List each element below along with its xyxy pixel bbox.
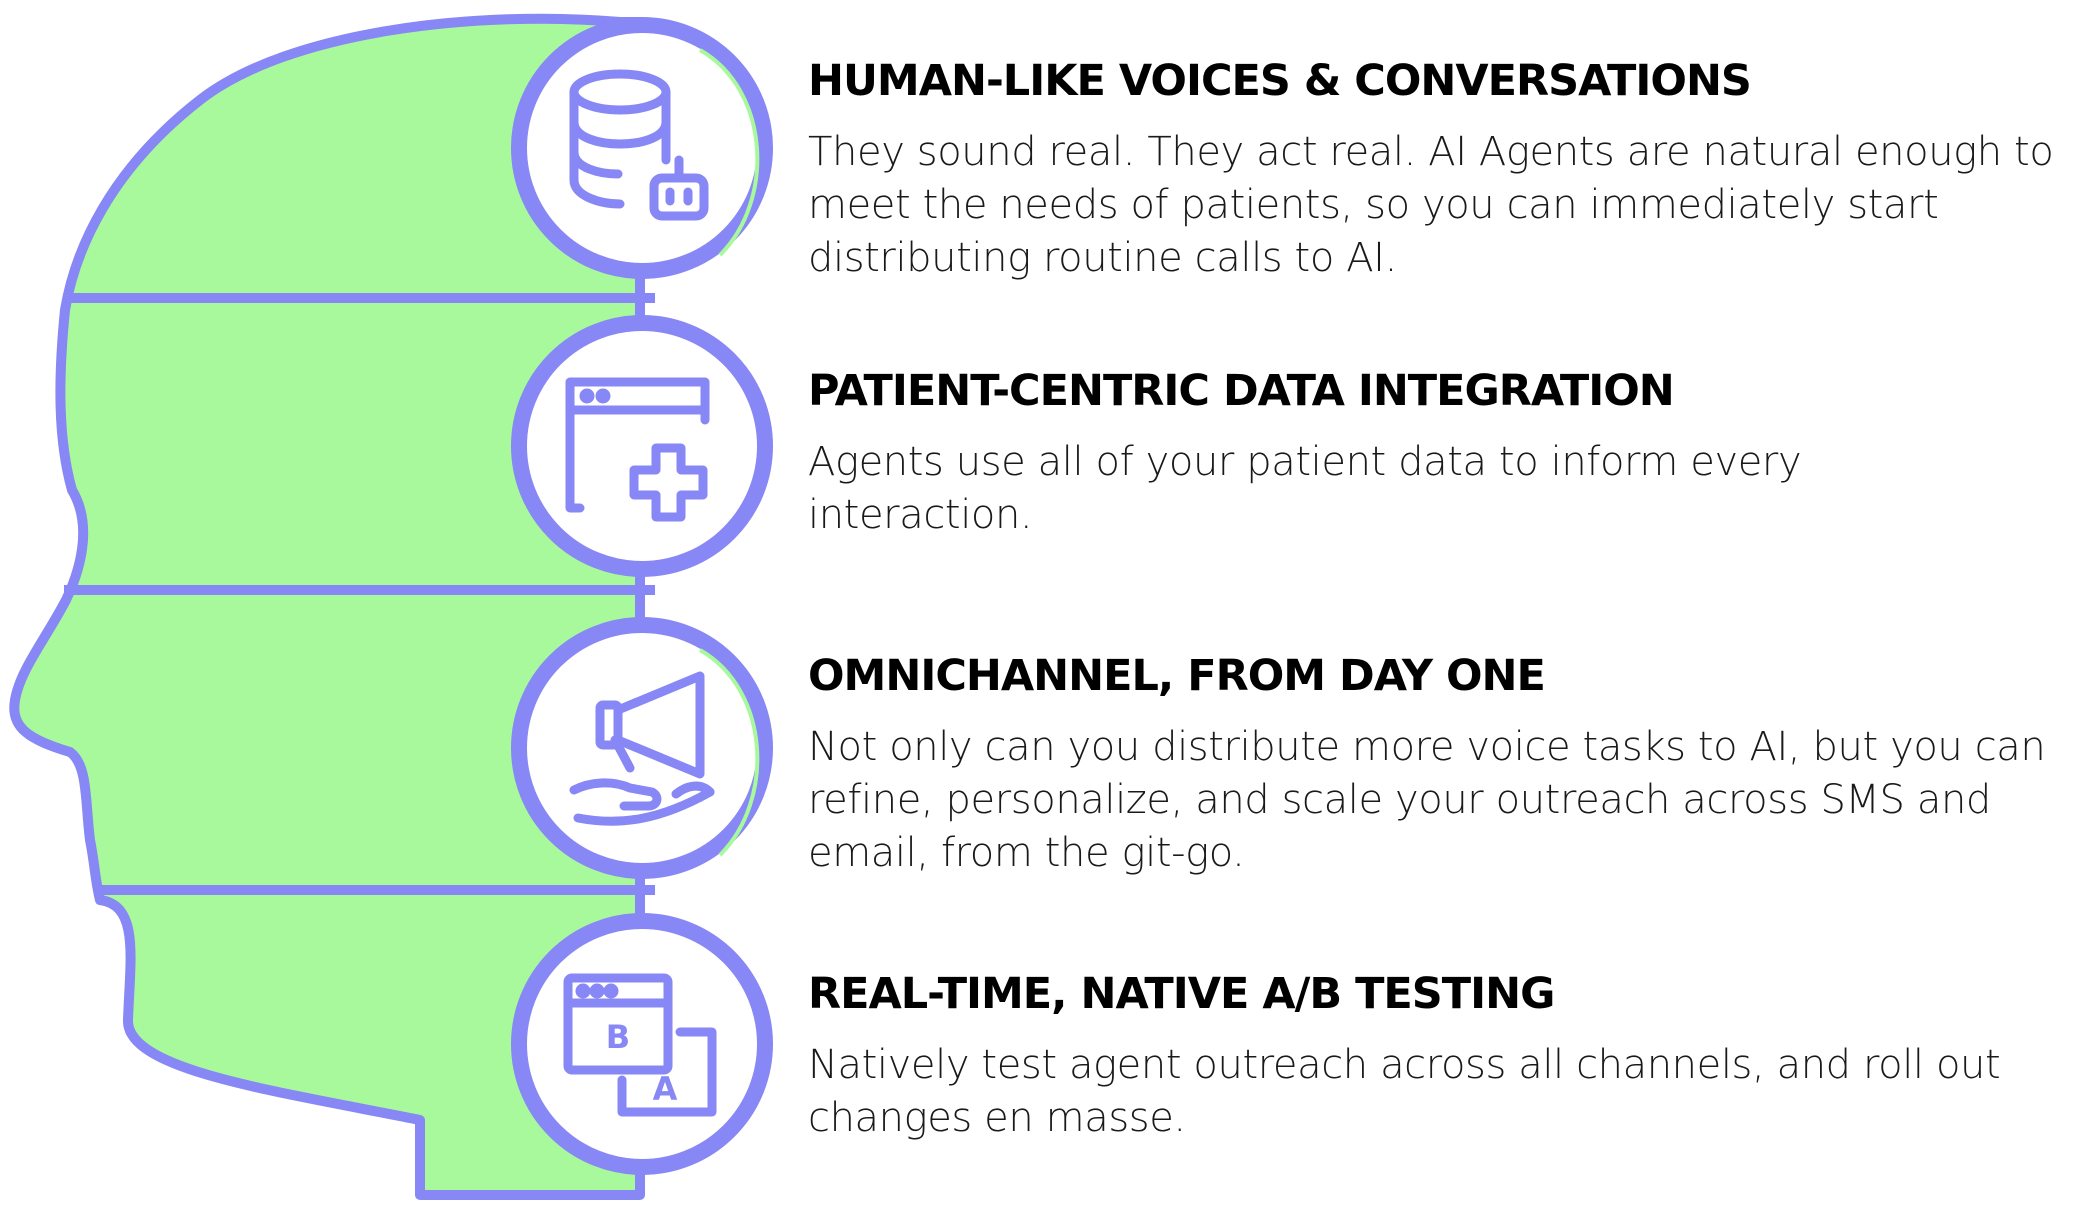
- feature-omnichannel: OMNICHANNEL, FROM DAY ONE Not only can y…: [808, 649, 2058, 880]
- database-robot-icon: [569, 69, 709, 221]
- icon-circle-1: [511, 17, 773, 279]
- feature-description: Natively test agent outreach across all …: [808, 1042, 2001, 1141]
- feature-title: OMNICHANNEL, FROM DAY ONE: [808, 651, 1546, 701]
- icon-circle-2: [511, 315, 773, 577]
- feature-title: PATIENT-CENTRIC DATA INTEGRATION: [808, 366, 1675, 416]
- browser-medical-cross-icon: [565, 377, 710, 522]
- feature-description: They sound real. They act real. AI Agent…: [808, 129, 2054, 281]
- ab-letter-a: A: [653, 1070, 678, 1108]
- feature-title: HUMAN-LIKE VOICES & CONVERSATIONS: [808, 56, 1752, 106]
- head-silhouette: [9, 13, 645, 1200]
- feature-description: Agents use all of your patient data to i…: [808, 439, 1802, 538]
- feature-patient-data-integration: PATIENT-CENTRIC DATA INTEGRATION Agents …: [808, 364, 2058, 542]
- feature-ab-testing: REAL-TIME, NATIVE A/B TESTING Natively t…: [808, 967, 2058, 1145]
- ab-letter-b: B: [606, 1018, 630, 1056]
- icon-circle-4: [511, 913, 773, 1175]
- feature-human-like-voices: HUMAN-LIKE VOICES & CONVERSATIONS They s…: [808, 54, 2058, 285]
- feature-description: Not only can you distribute more voice t…: [808, 724, 2046, 876]
- ab-testing-windows-icon: [563, 973, 717, 1117]
- feature-title: REAL-TIME, NATIVE A/B TESTING: [808, 969, 1555, 1019]
- megaphone-hand-icon: [569, 671, 715, 826]
